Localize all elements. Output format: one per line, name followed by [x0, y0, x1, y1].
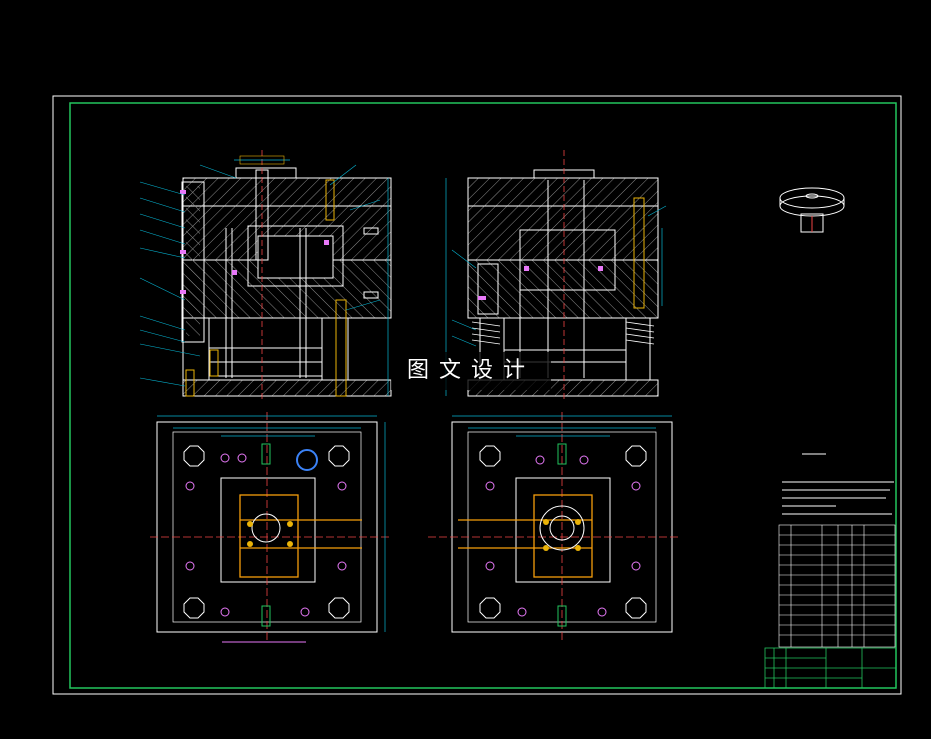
watermark-background: [391, 352, 551, 390]
fixed-half-plan-view: [150, 412, 390, 643]
watermark-text: 图文设计: [406, 358, 535, 383]
technical-notes: [782, 453, 894, 515]
outer-frame: [52, 95, 902, 695]
title-block: [764, 647, 897, 689]
moving-half-plan-view: [428, 412, 680, 640]
side-section-view: [445, 150, 667, 400]
inner-frame: [69, 102, 897, 689]
parts-list: [778, 524, 896, 648]
front-section-view: [139, 150, 392, 400]
part-isometric-icon: [779, 187, 845, 233]
